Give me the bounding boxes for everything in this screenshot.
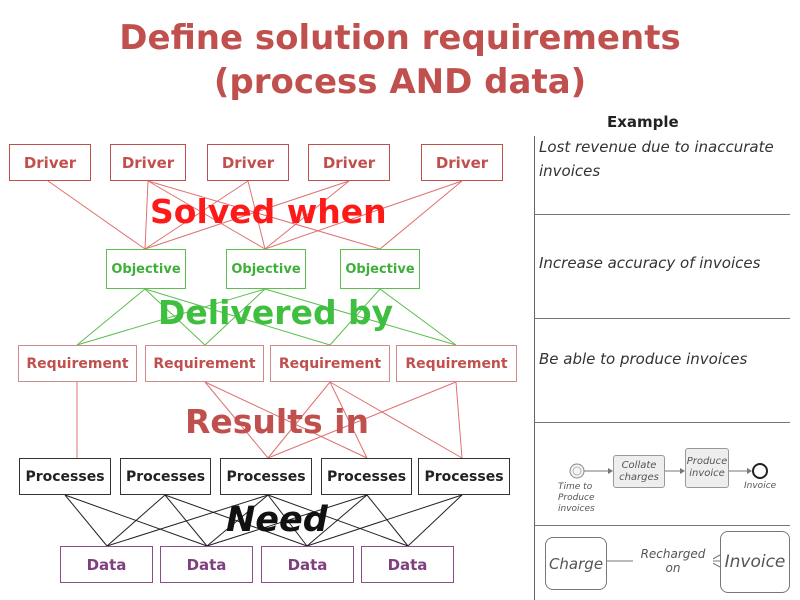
requirement-box-4: Requirement bbox=[396, 345, 517, 382]
panel-row-divider bbox=[534, 318, 790, 319]
entity-invoice: Invoice bbox=[720, 531, 790, 593]
panel-divider-vertical bbox=[534, 136, 535, 600]
process-box-1: Processes bbox=[19, 458, 111, 495]
panel-row-divider bbox=[534, 214, 790, 215]
relation-label: Recharged on bbox=[633, 547, 713, 575]
phrase-delivered-by: Delivered by bbox=[158, 293, 394, 332]
example-requirement-text: Be able to produce invoices bbox=[539, 350, 748, 368]
flow-end-label: Invoice bbox=[744, 481, 777, 491]
flow-step-collate: Collate charges bbox=[613, 455, 665, 488]
flow-step-produce: Produce invoice bbox=[685, 448, 729, 488]
example-driver-text: Lost revenue due to inaccurate invoices bbox=[539, 138, 774, 180]
driver-box-2: Driver bbox=[110, 144, 186, 181]
start-event-icon bbox=[569, 463, 585, 479]
example-panel: Example Lost revenue due to inaccurate i… bbox=[532, 110, 790, 600]
entity-charge: Charge bbox=[545, 537, 607, 590]
flow-start-label: Time to Produce invoices bbox=[558, 482, 595, 514]
driver-box-5: Driver bbox=[421, 144, 503, 181]
title-line-1: Define solution requirements bbox=[119, 18, 681, 58]
requirement-box-2: Requirement bbox=[145, 345, 264, 382]
objective-box-3: Objective bbox=[340, 249, 420, 289]
process-box-4: Processes bbox=[321, 458, 412, 495]
data-box-1: Data bbox=[60, 546, 153, 583]
process-box-5: Processes bbox=[418, 458, 510, 495]
objective-box-1: Objective bbox=[106, 249, 186, 289]
driver-box-3: Driver bbox=[207, 144, 289, 181]
driver-objective-links bbox=[47, 180, 463, 250]
process-box-2: Processes bbox=[120, 458, 211, 495]
example-objective-text: Increase accuracy of invoices bbox=[539, 254, 761, 272]
objective-box-2: Objective bbox=[226, 249, 306, 289]
data-box-3: Data bbox=[261, 546, 354, 583]
requirement-process-links bbox=[76, 381, 463, 459]
example-heading: Example bbox=[607, 113, 679, 131]
process-box-3: Processes bbox=[220, 458, 312, 495]
panel-row-divider bbox=[534, 422, 790, 423]
driver-box-4: Driver bbox=[308, 144, 390, 181]
process-flow-diagram bbox=[569, 463, 768, 479]
phrase-need: Need bbox=[226, 500, 328, 540]
requirement-box-3: Requirement bbox=[270, 345, 390, 382]
panel-row-divider bbox=[534, 525, 790, 526]
process-data-links bbox=[64, 494, 463, 547]
title-line-2: (process AND data) bbox=[213, 62, 587, 102]
objective-requirement-links bbox=[76, 288, 457, 346]
requirement-box-1: Requirement bbox=[18, 345, 137, 382]
data-box-4: Data bbox=[361, 546, 454, 583]
page-title: Define solution requirements (process AN… bbox=[0, 16, 800, 104]
end-event-icon bbox=[752, 463, 768, 479]
phrase-results-in: Results in bbox=[185, 402, 369, 441]
data-box-2: Data bbox=[160, 546, 253, 583]
phrase-solved-when: Solved when bbox=[150, 192, 387, 231]
driver-box-1: Driver bbox=[9, 144, 91, 181]
